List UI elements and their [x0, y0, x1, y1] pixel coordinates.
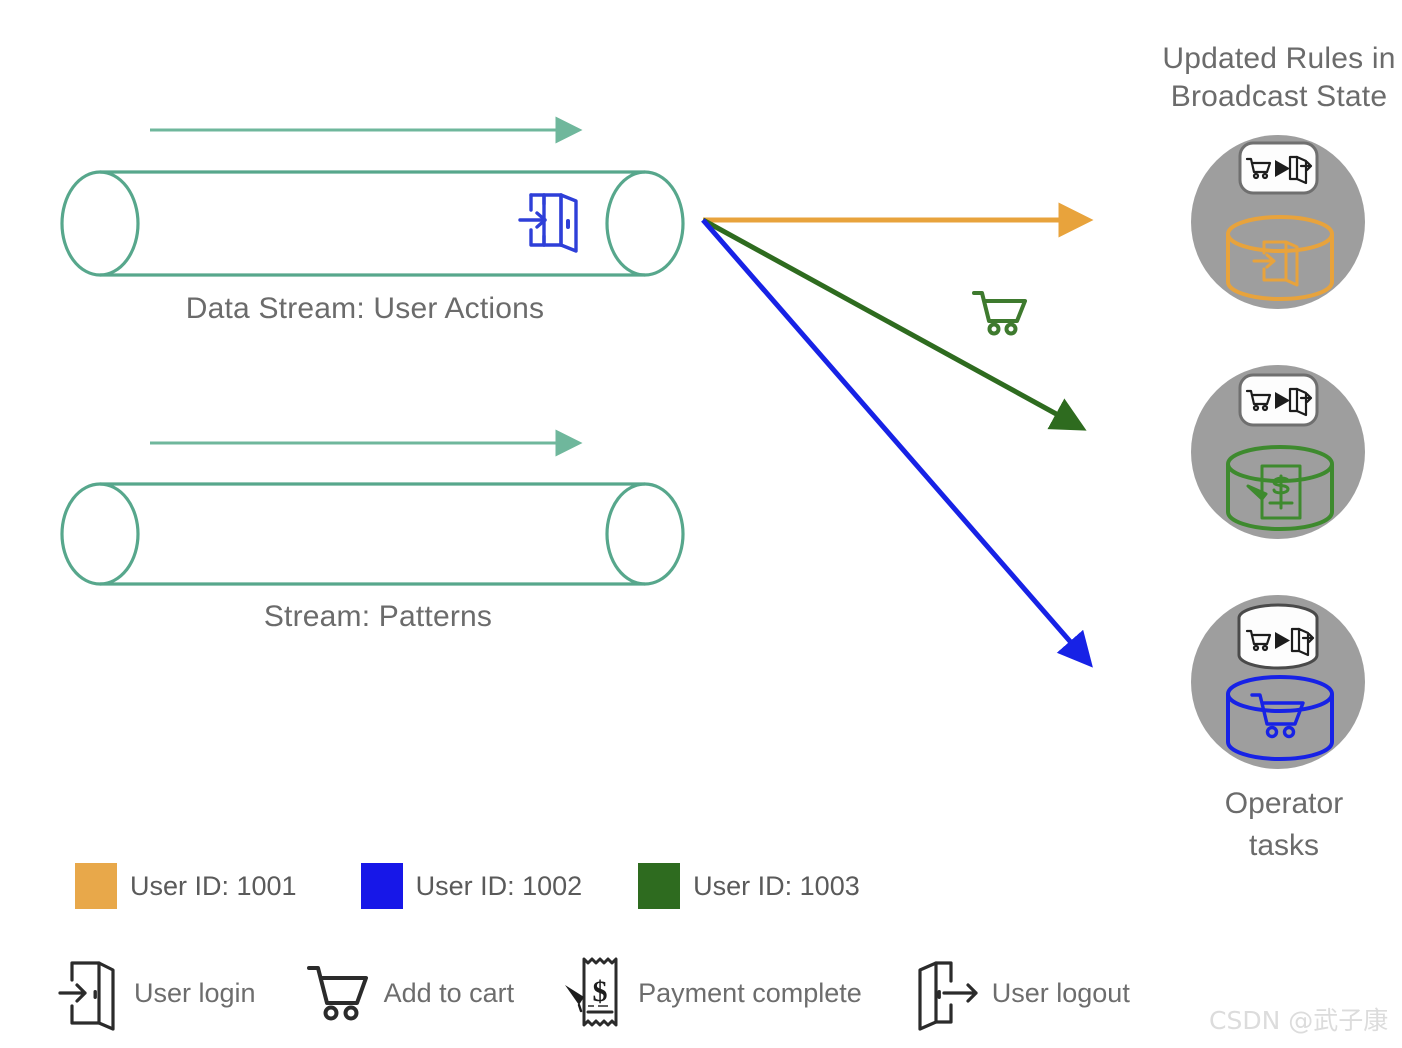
state-cylinder-3 — [1226, 675, 1334, 761]
routing-arrow-green — [701, 217, 1087, 431]
legend-users: User ID: 1001 User ID: 1002 User ID: 100… — [75, 863, 860, 909]
door-handle — [937, 990, 941, 999]
csdn-watermark: CSDN @武子康 — [1209, 1006, 1389, 1035]
cart-icon-state-3 — [1250, 693, 1305, 739]
state-cylinder-1 — [1226, 215, 1334, 301]
broadcast-state-title: Updated Rules in Broadcast State — [1140, 40, 1402, 116]
operator-task-2 — [1191, 365, 1365, 539]
legend-label-user-1001: User ID: 1001 — [130, 871, 297, 901]
dollar-glyph: $ — [593, 975, 608, 1008]
operator-task-3 — [1191, 595, 1365, 769]
pen-nib — [565, 985, 585, 1005]
legend-item-user-login: User login — [58, 957, 256, 1031]
legend-label-add-to-cart: Add to cart — [383, 978, 515, 1008]
stream-label-patterns: Stream: Patterns — [263, 600, 493, 633]
door-handle — [93, 990, 97, 999]
user-login-icon — [58, 961, 115, 1031]
operator-tasks-label: Operator tasks — [1148, 783, 1402, 867]
stream-label-user-actions: Data Stream: User Actions — [185, 292, 545, 325]
legend-item-payment-complete: $ Payment complete — [562, 955, 862, 1031]
legend-item-user-1001: User ID: 1001 — [75, 863, 297, 909]
routing-arrow-blue — [701, 218, 1093, 668]
operator-tasks-label-line-2: tasks — [1248, 829, 1320, 862]
legend-label-user-1003: User ID: 1003 — [693, 871, 860, 901]
legend-item-user-logout: User logout — [914, 957, 1130, 1031]
user-logout-icon — [918, 961, 978, 1031]
operator-task-1 — [1191, 135, 1365, 309]
stream-pipe-user-actions — [60, 170, 685, 277]
rule-chip-1 — [1238, 141, 1319, 195]
broadcast-state-title-line-1: Updated Rules in — [1162, 42, 1396, 75]
operator-tasks-label-line-1: Operator — [1224, 787, 1344, 820]
add-to-cart-icon-middle — [972, 291, 1027, 336]
legend-item-user-1003: User ID: 1003 — [638, 863, 860, 909]
legend-label-user-logout: User logout — [991, 978, 1130, 1008]
user-login-icon-in-stream — [518, 193, 578, 253]
legend-swatch-user-1001 — [75, 863, 117, 909]
legend-swatch-user-1003 — [638, 863, 681, 909]
user-login-icon-state-1 — [1252, 240, 1299, 287]
legend-label-user-1002: User ID: 1002 — [415, 871, 583, 901]
rule-chip-3 — [1237, 603, 1319, 670]
legend-actions: User login Add to cart $ Payment c — [58, 955, 1130, 1031]
legend-label-payment-complete: Payment complete — [638, 978, 862, 1008]
payment-receipt-icon-state-2 — [1246, 464, 1302, 520]
broadcast-state-title-line-2: Broadcast State — [1170, 80, 1388, 113]
legend-item-add-to-cart: Add to cart — [306, 962, 515, 1024]
legend-item-user-1002: User ID: 1002 — [360, 863, 583, 909]
stream-pipe-patterns — [60, 482, 685, 586]
rule-chip-2 — [1238, 373, 1319, 427]
legend-swatch-user-1002 — [360, 863, 403, 909]
legend-label-user-login: User login — [134, 978, 256, 1008]
add-to-cart-icon — [306, 966, 368, 1021]
payment-receipt-icon: $ — [565, 957, 618, 1027]
